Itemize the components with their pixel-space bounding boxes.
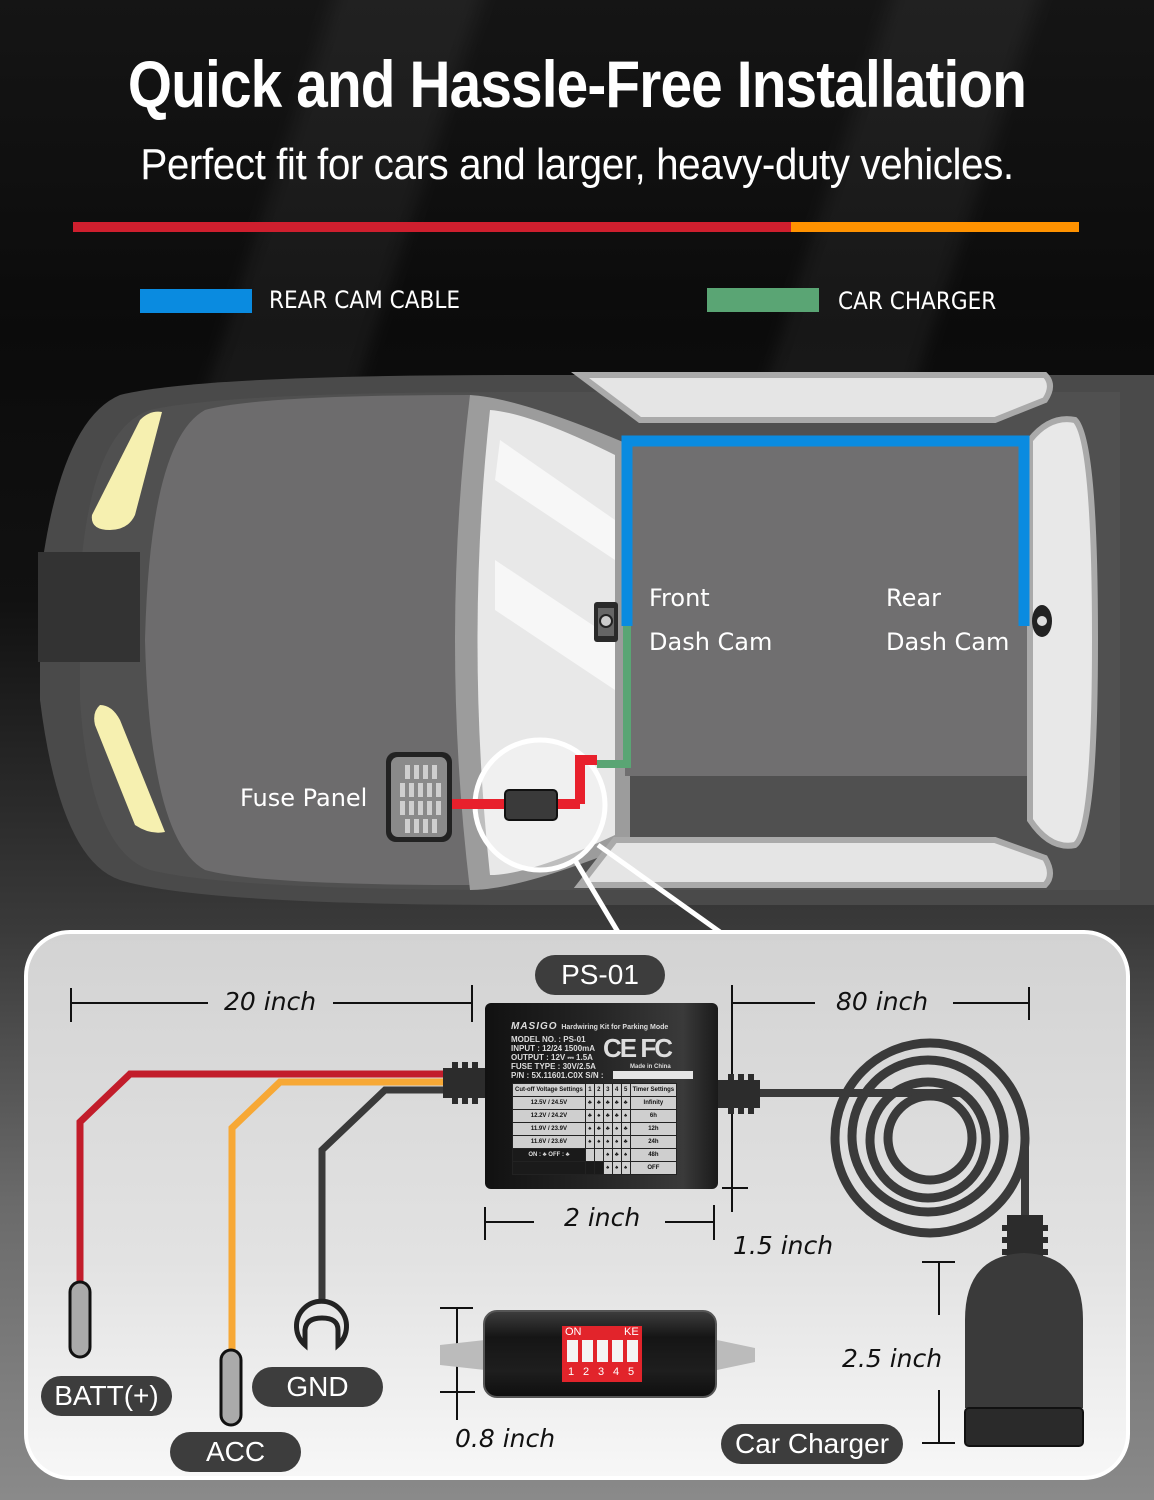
table-header: 5 bbox=[620, 1083, 631, 1097]
dip-switch-3[interactable] bbox=[597, 1340, 608, 1362]
dip-number: 1 bbox=[568, 1366, 575, 1378]
rear-dash-cam-label-line2: Dash Cam bbox=[886, 628, 1010, 656]
car-charger-label: Car Charger bbox=[721, 1424, 903, 1464]
module-brand: MASIGO Hardwiring Kit for Parking Mode bbox=[511, 1021, 669, 1032]
fuse-panel-label: Fuse Panel bbox=[240, 784, 368, 812]
made-in-label: Made in China bbox=[630, 1064, 671, 1070]
module-spec-output: OUTPUT : 12V ⎓ 1.5A bbox=[511, 1053, 593, 1062]
legend-label-car-charger: CAR CHARGER bbox=[838, 287, 997, 315]
table-cell: 11.9V / 23.9V bbox=[512, 1122, 586, 1136]
terminal-label-batt: BATT(+) bbox=[41, 1376, 172, 1416]
certification-marks: CE FC bbox=[603, 1033, 673, 1063]
rear-dash-cam-label-line1: Rear bbox=[886, 584, 941, 612]
table-header: Cut-off Voltage Settings bbox=[512, 1083, 586, 1097]
table-cell: 6h bbox=[629, 1109, 678, 1123]
dip-switch-block: ON KE 1 2 3 4 5 bbox=[562, 1326, 642, 1382]
table-cell: 12.2V / 24.2V bbox=[512, 1109, 586, 1123]
module-spec-model: MODEL NO. : PS-01 bbox=[511, 1035, 586, 1044]
dip-switch-2[interactable] bbox=[582, 1340, 593, 1362]
dip-switch-5[interactable] bbox=[627, 1340, 638, 1362]
module-spec-fuse: FUSE TYPE : 30V/2.5A bbox=[511, 1062, 596, 1071]
dimension-output-cable: 80 inch bbox=[836, 987, 929, 1016]
legend-swatch-car-charger bbox=[707, 288, 819, 312]
table-header: 4 bbox=[611, 1083, 622, 1097]
terminal-label-gnd: GND bbox=[252, 1367, 383, 1407]
front-dash-cam-label-line1: Front bbox=[649, 584, 710, 612]
accent-bar-red bbox=[73, 222, 791, 232]
front-dash-cam-label-line2: Dash Cam bbox=[649, 628, 773, 656]
table-cell: 24h bbox=[629, 1135, 678, 1149]
table-cell: 11.6V / 23.6V bbox=[512, 1135, 586, 1149]
ps01-module: MASIGO Hardwiring Kit for Parking Mode M… bbox=[485, 1003, 718, 1189]
terminal-label-acc: ACC bbox=[170, 1432, 301, 1472]
module-spec-pn: P/N : 5X.11601.C0X S/N : bbox=[511, 1071, 604, 1080]
dip-switch-4[interactable] bbox=[612, 1340, 623, 1362]
table-cell: 12.5V / 24.5V bbox=[512, 1096, 586, 1110]
dip-switch-1[interactable] bbox=[567, 1340, 578, 1362]
table-header: 2 bbox=[593, 1083, 604, 1097]
table-header: 1 bbox=[584, 1083, 595, 1097]
table-header: Timer Settings bbox=[629, 1083, 678, 1097]
table-header: 3 bbox=[602, 1083, 613, 1097]
dip-on-label: ON bbox=[565, 1326, 582, 1338]
dip-ke-label: KE bbox=[624, 1326, 639, 1338]
dimension-module-width: 2 inch bbox=[564, 1203, 641, 1232]
dip-number: 4 bbox=[613, 1366, 620, 1378]
page-title: Quick and Hassle-Free Installation bbox=[127, 47, 1027, 121]
dimension-switch-height: 0.8 inch bbox=[455, 1424, 556, 1453]
settings-table: Cut-off Voltage Settings 1 2 3 4 5 Timer… bbox=[512, 1083, 678, 1175]
accent-bar-orange bbox=[791, 222, 1079, 232]
dimension-input-wire: 20 inch bbox=[224, 987, 317, 1016]
page-subtitle: Perfect fit for cars and larger, heavy-d… bbox=[140, 140, 1014, 189]
dip-number: 5 bbox=[628, 1366, 635, 1378]
dip-number: 2 bbox=[583, 1366, 590, 1378]
dip-switch-module: ON KE 1 2 3 4 5 bbox=[483, 1310, 717, 1398]
table-cell: 12h bbox=[629, 1122, 678, 1136]
legend-swatch-rear-cam-cable bbox=[140, 289, 252, 313]
serial-number-field bbox=[613, 1071, 693, 1079]
dimension-socket-height: 2.5 inch bbox=[842, 1344, 943, 1373]
car-illustration bbox=[38, 372, 1154, 930]
module-spec-input: INPUT : 12/24 1500mA bbox=[511, 1044, 596, 1053]
dip-number: 3 bbox=[598, 1366, 605, 1378]
table-cell: Infinity bbox=[629, 1096, 678, 1110]
table-cell: 48h bbox=[629, 1148, 678, 1162]
dimension-module-height: 1.5 inch bbox=[733, 1231, 834, 1260]
legend-label-rear-cam-cable: REAR CAM CABLE bbox=[269, 286, 461, 314]
table-cell: OFF bbox=[629, 1161, 678, 1175]
model-pill: PS-01 bbox=[535, 955, 665, 995]
